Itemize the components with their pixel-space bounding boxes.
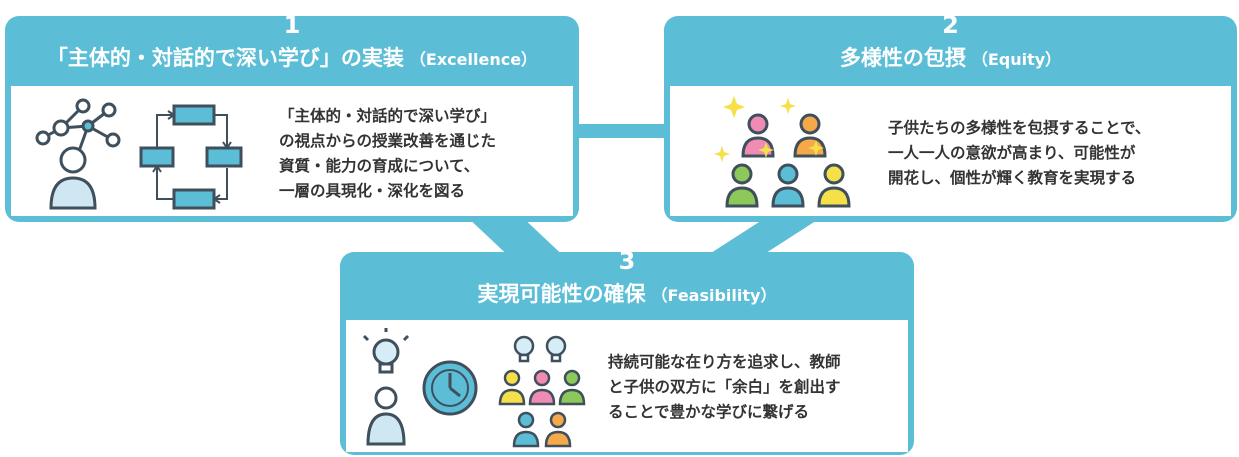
panel-number: 2 bbox=[942, 11, 959, 39]
panel-feasibility: 3 実現可能性の確保（Feasibility） 持続可能な在り方を追求し、教 bbox=[340, 247, 914, 455]
panel-title: 「主体的・対話的で深い学び」の実装 （Excellence） bbox=[5, 45, 579, 73]
panel-title-en: （Feasibility） bbox=[651, 286, 777, 305]
panel-title-en: （Equity） bbox=[971, 50, 1062, 69]
panel-excellence: 1 「主体的・対話的で深い学び」の実装 （Excellence） bbox=[5, 11, 579, 222]
panel-title: 多様性の包摂 （Equity） bbox=[664, 45, 1237, 73]
group-ideas-icon bbox=[498, 335, 586, 448]
description-line: 子供たちの多様性を包摂することで、 bbox=[888, 119, 1151, 137]
lightbulb-person-icon bbox=[362, 328, 410, 446]
description-line: 「主体的・対話的で深い学び」 bbox=[279, 107, 497, 125]
panel-title: 実現可能性の確保 （Feasibility） bbox=[340, 281, 914, 309]
description-line: 資質・能力の育成について、 bbox=[279, 157, 480, 175]
cycle-flow-icon bbox=[139, 104, 243, 210]
panel-title-ja: 実現可能性の確保 bbox=[477, 282, 646, 306]
panel-description: 「主体的・対話的で深い学び」 の視点からの授業改善を通じた 資質・能力の育成につ… bbox=[279, 104, 496, 204]
description-line: 持続可能な在り方を追求し、教師 bbox=[608, 353, 841, 371]
network-person-icon bbox=[35, 98, 121, 210]
description-line: の視点からの授業改善を通じた bbox=[279, 132, 497, 150]
panel-description: 持続可能な在り方を追求し、教師 と子供の双方に「余白」を創出す ることで豊かな学… bbox=[608, 350, 841, 425]
description-line: 一人一人の意欲が高まり、可能性が bbox=[888, 144, 1136, 162]
panel-title-ja: 「主体的・対話的で深い学び」の実装 bbox=[46, 46, 404, 70]
diverse-people-icon bbox=[714, 96, 851, 208]
description-line: 一層の具現化・深化を図る bbox=[279, 182, 466, 200]
description-line: 開花し、個性が輝く教育を実現する bbox=[888, 169, 1137, 187]
description-line: と子供の双方に「余白」を創出す bbox=[608, 378, 841, 396]
panel-number: 1 bbox=[283, 11, 301, 39]
panel-title-ja: 多様性の包摂 bbox=[839, 46, 966, 70]
panel-title-en: （Excellence） bbox=[409, 50, 538, 69]
panel-description: 子供たちの多様性を包摂することで、 一人一人の意欲が高まり、可能性が 開花し、個… bbox=[888, 116, 1150, 191]
panel-equity: 2 多様性の包摂 （Equity） 子供たちの多様性を包摂することで、 一人一人の… bbox=[664, 11, 1237, 222]
panel-number: 3 bbox=[618, 247, 636, 275]
description-line: ることで豊かな学びに繋げる bbox=[608, 403, 810, 421]
clock-icon bbox=[422, 360, 478, 416]
